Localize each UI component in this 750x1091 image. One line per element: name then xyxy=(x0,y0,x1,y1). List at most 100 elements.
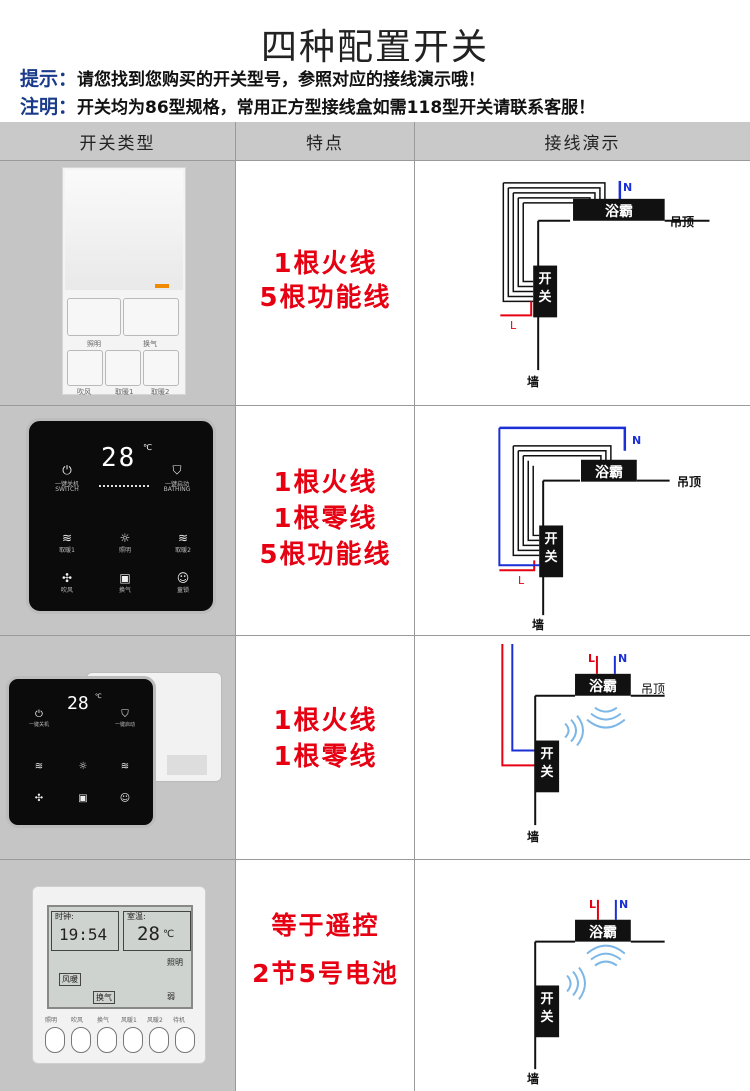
switch-label-top: 开 xyxy=(538,272,552,287)
clock-value: 19:54 xyxy=(59,925,108,944)
light-label: 照明 xyxy=(118,547,131,554)
child-lock-label: 童锁 xyxy=(176,587,189,594)
switch-label-bottom: 关 xyxy=(544,550,558,565)
switch-image-cell: 时钟: 19:54 室温: 28 ℃ 照明 风暖 换气 弱 照明 吹风 换气 风… xyxy=(0,860,236,1091)
bath-en-label: BATHING xyxy=(163,486,191,493)
wall-label: 墙 xyxy=(532,618,545,632)
wall-label: 墙 xyxy=(527,1072,540,1086)
power-icon: ⏻ xyxy=(62,463,72,477)
vent-label: 换气 xyxy=(118,587,131,594)
live-label: L xyxy=(510,319,517,332)
switch-label-top: 开 xyxy=(540,747,554,762)
table-row: 28 ℃ ⏻ 一键关机 ⛉ 一键启动 ≋ ☼ ≋ ✣ ▣ ☺ 1根火线 1根零线 xyxy=(0,635,750,859)
room-temp-label: 室温: xyxy=(127,912,146,921)
fan-label: 吹风 xyxy=(60,587,73,594)
bath-heater-label: 浴霸 xyxy=(595,465,623,481)
features-cell: 等于遥控 2节5号电池 xyxy=(236,860,415,1091)
feature-line: 1根火线 xyxy=(273,249,378,279)
receiver-terminal xyxy=(167,755,207,775)
panel-upper-plate xyxy=(65,170,183,290)
wiring-cell: N L 浴霸 吊顶 开关 墙 xyxy=(415,161,750,405)
heat2-label: 取暖2 xyxy=(175,547,191,554)
wiring-diagram xyxy=(501,643,665,826)
bath-heater-label: 浴霸 xyxy=(589,925,617,941)
vent-button xyxy=(123,298,179,336)
btn-label: 风暖2 xyxy=(147,1017,163,1024)
touch-switch-panel: 28 ℃ ⏻ 一键关机 SWITCH ⛉ 一键启动 BATHING ≋ 取暖1 … xyxy=(26,418,216,614)
switch-label: 开关 xyxy=(533,271,557,307)
label-heat1: 取暖1 xyxy=(115,388,134,396)
switch-label: 开关 xyxy=(535,746,559,782)
vent-icon: ▣ xyxy=(119,571,131,585)
temperature-display: 28 xyxy=(67,693,89,714)
tip-note: 提示：请您找到您购买的开关型号，参照对应的接线演示哦！ xyxy=(20,64,485,91)
room-temp-value: 28 xyxy=(137,923,160,945)
heat1-icon: ≋ xyxy=(61,531,73,545)
table-row: 照明 换气 吹风 取暖1 取暖2 1根火线 5根功能线 xyxy=(0,160,750,405)
indicator-light xyxy=(155,284,169,288)
power-en-label: SWITCH xyxy=(55,486,79,493)
live-label: L xyxy=(518,574,525,587)
wireless-touch-switch: 28 ℃ ⏻ 一键关机 ⛉ 一键启动 ≋ ☼ ≋ ✣ ▣ ☺ xyxy=(6,676,156,828)
wall-label: 墙 xyxy=(527,830,540,844)
light-icon: ☼ xyxy=(78,761,88,772)
neutral-label: N xyxy=(618,652,628,665)
remark-key: 注明： xyxy=(20,96,78,118)
table-row: 28 ℃ ⏻ 一键关机 SWITCH ⛉ 一键启动 BATHING ≋ 取暖1 … xyxy=(0,405,750,635)
weak-indicator: 弱 xyxy=(167,992,175,1001)
blow-button xyxy=(67,350,103,386)
live-label: L xyxy=(588,652,596,665)
feature-line: 等于遥控 xyxy=(271,911,380,940)
heat2-button xyxy=(143,350,179,386)
bath-icon: ⛉ xyxy=(121,709,129,720)
room-temp-unit: ℃ xyxy=(163,929,175,940)
features-cell: 1根火线 1根零线 5根功能线 xyxy=(236,406,415,635)
vent-icon: ▣ xyxy=(78,793,88,804)
heat2-icon: ≋ xyxy=(120,761,130,772)
heat2-icon: ≋ xyxy=(177,531,189,545)
heat1-pill-button xyxy=(123,1027,143,1053)
wiring-cell: N L 浴霸 吊顶 开关 墙 xyxy=(415,406,750,635)
header-wiring-demo: 接线演示 xyxy=(415,122,750,160)
vent-indicator: 换气 xyxy=(93,991,115,1004)
tip-key: 提示： xyxy=(20,68,78,90)
btn-label: 风暖1 xyxy=(121,1017,137,1024)
bath-heater-label: 浴霸 xyxy=(605,204,633,220)
label-light: 照明 xyxy=(87,340,101,348)
ceiling-label: 吊顶 xyxy=(677,475,702,489)
heat1-icon: ≋ xyxy=(34,761,44,772)
switch-image-cell: 28 ℃ ⏻ 一键关机 SWITCH ⛉ 一键启动 BATHING ≋ 取暖1 … xyxy=(0,406,236,635)
switch-label-bottom: 关 xyxy=(538,290,552,305)
btn-label: 吹风 xyxy=(71,1017,84,1024)
btn-label: 照明 xyxy=(45,1017,58,1024)
switch-label: 开关 xyxy=(535,991,559,1027)
temperature-display: 28 xyxy=(101,443,137,473)
switch-image-cell: 照明 换气 吹风 取暖1 取暖2 xyxy=(0,161,236,405)
header-features: 特点 xyxy=(236,122,415,160)
bath-heater-label: 浴霸 xyxy=(589,679,617,695)
switch-label-bottom: 关 xyxy=(540,765,554,780)
fan-icon: ✣ xyxy=(61,571,73,585)
ceiling-label: 吊顶 xyxy=(670,215,695,229)
ceiling-label: 吊顶 xyxy=(641,682,666,696)
bath-icon: ⛉ xyxy=(172,463,182,477)
btn-label: 换气 xyxy=(97,1017,110,1024)
page-title: 四种配置开关 xyxy=(260,27,489,68)
feature-line: 2节5号电池 xyxy=(252,959,399,988)
features-cell: 1根火线 5根功能线 xyxy=(236,161,415,405)
switch-image-cell: 28 ℃ ⏻ 一键关机 ⛉ 一键启动 ≋ ☼ ≋ ✣ ▣ ☺ xyxy=(0,636,236,859)
child-lock-icon: ☺ xyxy=(176,571,190,585)
feature-line: 5根功能线 xyxy=(259,540,392,570)
heat2-pill-button xyxy=(149,1027,169,1053)
clock-label: 时钟: xyxy=(55,912,74,921)
light-indicator: 照明 xyxy=(167,958,183,967)
wiring-diagram xyxy=(534,899,665,1070)
feature-line: 1根火线 xyxy=(273,706,378,736)
switch-table: 开关类型 特点 接线演示 照明 换气 吹风 取暖1 取暖2 1根火线 5根功能线 xyxy=(0,122,750,1091)
heat1-button xyxy=(105,350,141,386)
switch-label-top: 开 xyxy=(540,992,554,1007)
heat1-label: 取暖1 xyxy=(59,547,75,554)
fan-icon: ✣ xyxy=(34,793,44,804)
switch-label-top: 开 xyxy=(544,532,558,547)
feature-line: 5根功能线 xyxy=(259,283,392,313)
